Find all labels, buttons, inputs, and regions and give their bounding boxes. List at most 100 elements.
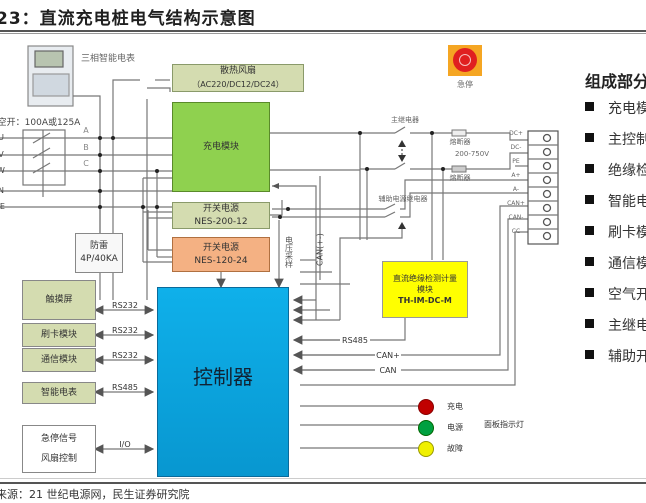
legend-item: 辅助开关电源: [585, 346, 646, 377]
aux-relay-label: 辅助电源继电器: [378, 194, 428, 203]
footer-rule: [0, 482, 646, 484]
legend-heading: 组成部分: [585, 72, 646, 91]
terminal-label: DC+: [509, 129, 523, 137]
bus-label: RS232: [112, 300, 138, 310]
legend-item: 空气开关: [585, 284, 646, 315]
indicator-light-charging: [418, 399, 434, 415]
terminal-label: PE: [512, 157, 520, 165]
legend-item: 刷卡模块: [585, 222, 646, 253]
surge-title: 防雷: [89, 241, 108, 251]
insulation-subtitle: 模块: [417, 285, 433, 294]
insulation-model: TH-IM-DC-M: [398, 296, 452, 305]
legend-item-text: 主继电器: [608, 318, 646, 334]
input-line-u: U: [0, 132, 4, 142]
psu-24v-title: 开关电源: [202, 242, 239, 253]
peripheral-label: 智能电表: [40, 387, 77, 398]
bullet-icon: [585, 350, 594, 359]
bullet-icon: [585, 226, 594, 235]
fan-spec: （AC220/DC12/DC24）: [192, 80, 284, 89]
input-line-n: N: [0, 185, 4, 195]
io-estop-label: 急停信号: [40, 434, 77, 444]
legend-item-text: 空气开关: [608, 287, 646, 303]
io-fan-label: 风扇控制: [40, 454, 77, 464]
insulation-module-box: 直流绝缘检测计量 模块 TH-IM-DC-M: [382, 261, 468, 318]
phase-label-c: C: [83, 158, 89, 168]
terminal-label: DC-: [510, 143, 522, 151]
bus-label: I/O: [119, 439, 131, 449]
legend-item: 充电模块: [585, 98, 646, 129]
peripheral-touchscreen: 触摸屏: [22, 280, 96, 320]
fuse-label-2: 熔断器: [449, 173, 471, 182]
terminal-label: CAN-: [508, 213, 524, 221]
terminal-label: CC: [511, 227, 521, 235]
voltage-feedback-label: 电压采样: [284, 236, 294, 268]
bus-label: RS232: [112, 325, 138, 335]
indicator-label: 故障: [447, 443, 463, 453]
figure-title: 23：直流充电桩电气结构示意图: [0, 9, 256, 29]
legend-item-text: 充电模块: [608, 101, 646, 117]
title-rule: [0, 30, 646, 32]
legend-item-text: 主控制器: [608, 132, 646, 148]
legend-item: 主继电器: [585, 315, 646, 346]
legend-item: 智能电表: [585, 191, 646, 222]
indicator-label: 充电: [447, 401, 463, 411]
legend-item-text: 刷卡模块: [608, 225, 646, 241]
fuse-icon: [451, 165, 467, 173]
surge-protector-box: 防雷 4P/40KA: [75, 233, 123, 273]
indicator-label: 电源: [447, 422, 463, 432]
psu-12v-model: NES-200-12: [194, 216, 248, 227]
right-bus-label: CAN: [375, 365, 401, 375]
legend-item: 绝缘检测模块: [585, 160, 646, 191]
controller-label: 控制器: [193, 364, 253, 389]
psu-24v-model: NES-120-24: [194, 255, 248, 266]
peripheral-smart-meter: 智能电表: [22, 382, 96, 404]
controller-box: 控制器: [157, 287, 289, 477]
bullet-icon: [585, 164, 594, 173]
indicator-group-label: 面板指示灯: [484, 419, 524, 429]
charge-module-box: 充电模块: [172, 102, 270, 192]
bullet-icon: [585, 102, 594, 111]
input-line-pe: PE: [0, 201, 5, 211]
terminal-label: CAN+: [507, 199, 525, 207]
terminal-label: A-: [512, 185, 520, 193]
bullet-icon: [585, 288, 594, 297]
terminal-label: A+: [511, 171, 521, 179]
legend-item: 通信模块: [585, 253, 646, 284]
bullet-icon: [585, 195, 594, 204]
insulation-title: 直流绝缘检测计量: [393, 274, 457, 283]
right-bus-label: CAN+: [375, 350, 401, 360]
legend-item-text: 智能电表: [608, 194, 646, 210]
fuse-icon: [451, 129, 467, 137]
peripheral-label: 通信模块: [40, 354, 77, 365]
psu-12v-box: 开关电源 NES-200-12: [172, 202, 270, 229]
surge-spec: 4P/40KA: [80, 254, 118, 264]
indicator-light-power: [418, 420, 434, 436]
estop-icon: [448, 45, 482, 76]
psu-24v-box: 开关电源 NES-120-24: [172, 237, 270, 272]
peripheral-label: 触摸屏: [45, 294, 73, 305]
bullet-icon: [585, 133, 594, 142]
footer-rule-thin: [0, 478, 646, 479]
can-label: CAN(+-): [315, 233, 325, 267]
indicator-light-fault: [418, 441, 434, 457]
legend-list: 充电模块 主控制器 绝缘检测模块 智能电表 刷卡模块 通信模块 空气开关 主继电…: [585, 98, 646, 377]
charge-module-label: 充电模块: [202, 141, 239, 152]
peripheral-label: 刷卡模块: [40, 329, 77, 340]
fuse-label-1: 熔断器: [449, 137, 471, 146]
legend-item-text: 辅助开关电源: [608, 349, 646, 365]
meter-label: 三相智能电表: [80, 53, 135, 64]
bullet-icon: [585, 257, 594, 266]
legend-item-text: 绝缘检测模块: [608, 163, 646, 179]
psu-12v-title: 开关电源: [202, 203, 239, 214]
legend-item-text: 通信模块: [608, 256, 646, 272]
right-bus-label: RS485: [340, 335, 370, 345]
phase-label-b: B: [83, 142, 89, 152]
breaker-label: 空开：100A或125A: [0, 117, 81, 128]
fan-title: 散热风扇: [219, 66, 256, 76]
io-box: 急停信号 风扇控制: [22, 425, 96, 473]
estop-label: 急停: [457, 79, 473, 89]
peripheral-comm-module: 通信模块: [22, 348, 96, 372]
legend-item: 主控制器: [585, 129, 646, 160]
bus-label: RS485: [112, 382, 138, 392]
